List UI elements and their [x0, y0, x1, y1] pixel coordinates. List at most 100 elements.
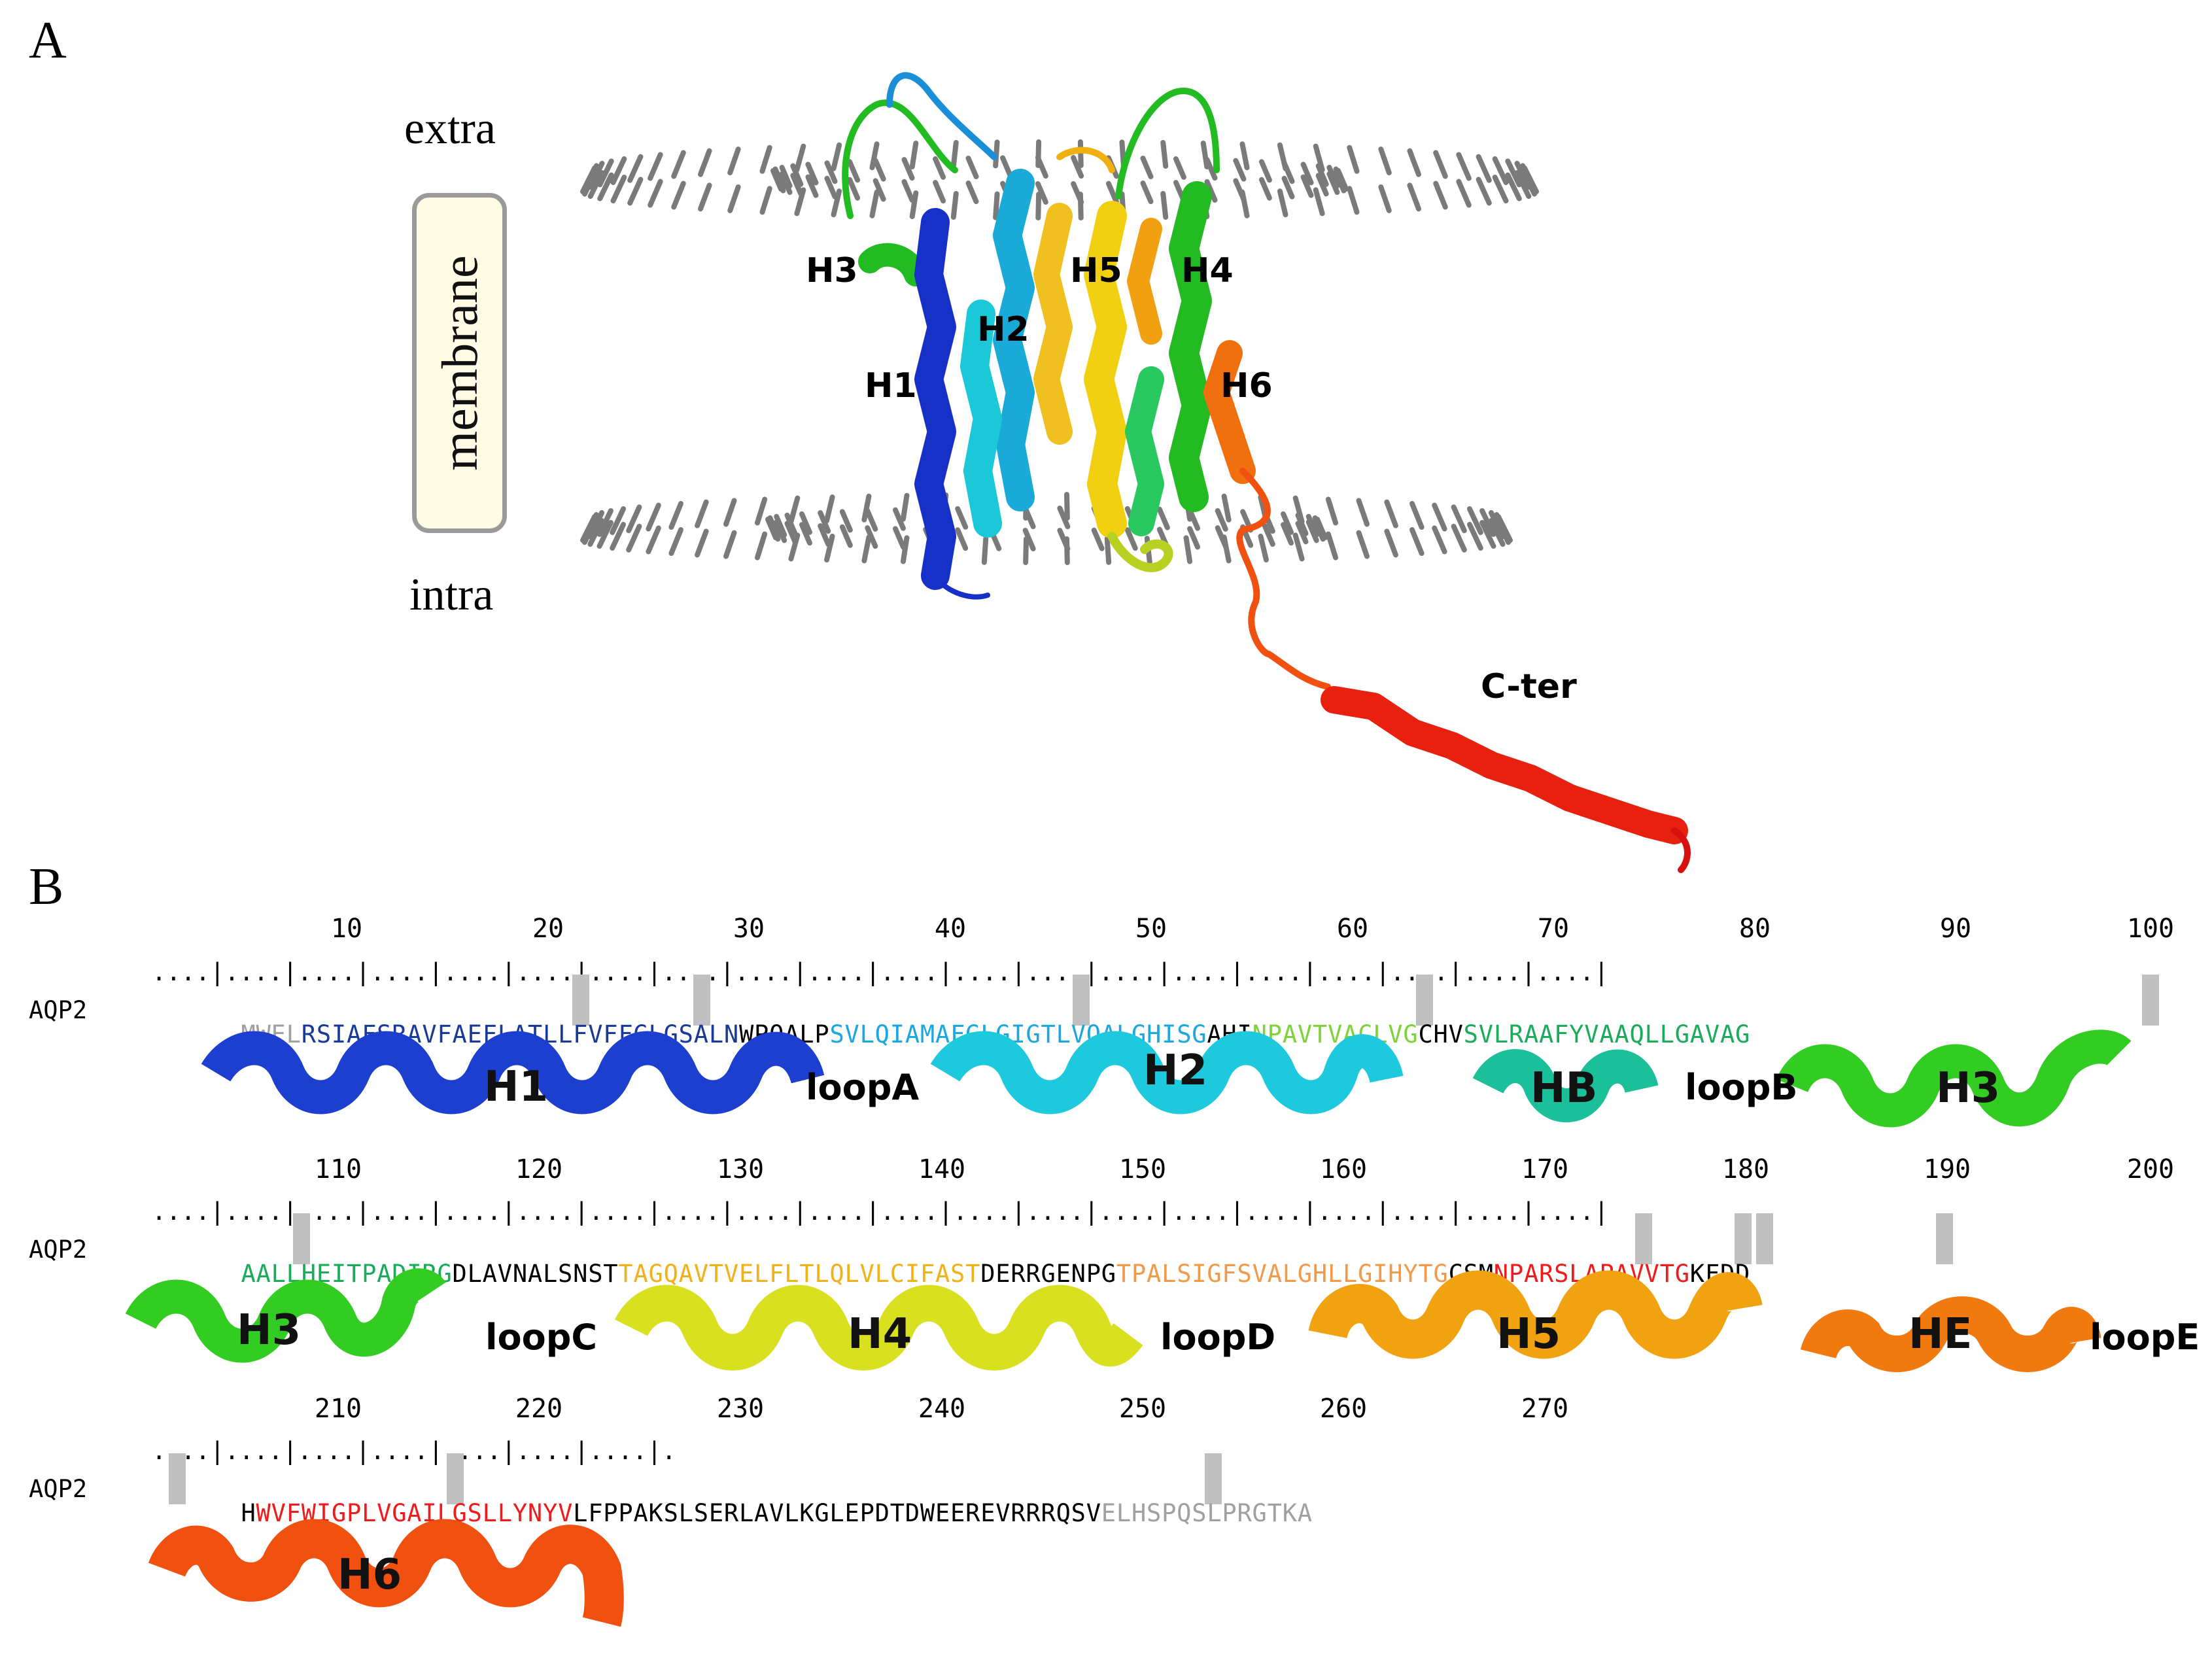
- tick-label: 80: [1738, 914, 1771, 944]
- tick-label: 30: [733, 914, 765, 944]
- membrane-dash: [1281, 160, 1295, 184]
- membrane-dash: [1407, 148, 1421, 177]
- membrane-dash: [805, 162, 819, 186]
- highlight-bar: [1735, 1213, 1752, 1264]
- tick-label: 150: [1118, 1154, 1167, 1184]
- highlight-bar: [1635, 1213, 1652, 1264]
- membrane-dash: [901, 157, 915, 181]
- membrane-dash: [1315, 173, 1329, 197]
- loop-name-d: loopD: [1160, 1317, 1276, 1358]
- membrane-dash: [1433, 181, 1448, 210]
- membrane-dash: [1160, 140, 1169, 169]
- membrane-dash: [1022, 506, 1036, 530]
- membrane-dash: [790, 173, 804, 197]
- tick-label: 140: [918, 1154, 966, 1184]
- highlight-bar: [1756, 1213, 1773, 1264]
- membrane-dash: [727, 184, 741, 213]
- membrane-dash: [759, 186, 772, 215]
- tick-label: 100: [2126, 914, 2175, 944]
- membrane-dash: [1520, 163, 1538, 192]
- membrane-dash: [1494, 511, 1512, 541]
- membrane-dash: [1407, 182, 1421, 212]
- membrane-dash: [1409, 501, 1425, 530]
- membrane-dash: [1326, 165, 1340, 189]
- membrane-dash: [1409, 527, 1425, 556]
- membrane-dash: [587, 160, 605, 190]
- membrane-dash: [799, 511, 812, 535]
- membrane-dash: [892, 507, 906, 531]
- membrane-dash: [784, 512, 798, 536]
- membrane-dash: [869, 141, 880, 171]
- helix-ribbon-h1: [201, 1031, 825, 1114]
- highlight-bar: [293, 1213, 310, 1264]
- membrane-dash: [824, 175, 838, 199]
- seq-segment: TAGQAVTVELFLTLQLVLCIFAST: [618, 1260, 981, 1288]
- helix-name-h2: H2: [1143, 1046, 1208, 1095]
- membrane-dash: [626, 504, 642, 534]
- membrane-dash: [1451, 504, 1467, 534]
- helix-name-h6: H6: [337, 1551, 402, 1599]
- membrane-dash: [610, 156, 627, 185]
- extra-label: extra: [404, 103, 496, 154]
- membrane-dash: [610, 175, 627, 204]
- membrane-dash: [993, 139, 1000, 169]
- tick-label: 160: [1319, 1154, 1368, 1184]
- membrane-dash: [1456, 152, 1472, 181]
- membrane-dash: [1022, 527, 1036, 551]
- tick-label: 260: [1319, 1394, 1368, 1424]
- membrane-dash: [627, 177, 644, 206]
- membrane-dash: [839, 509, 853, 533]
- membrane-dash: [581, 511, 599, 541]
- helix-name-h3: H3: [237, 1306, 302, 1355]
- seq-segment: SVLRAAFYVAAQLLGAVAG: [1463, 1020, 1751, 1048]
- helix-label-h4: H4: [1181, 251, 1234, 290]
- membrane-dash: [1479, 520, 1496, 549]
- membrane-dash: [1035, 155, 1048, 179]
- membrane-dash: [1071, 155, 1084, 179]
- membrane-dash: [626, 523, 642, 553]
- membrane-dash: [1215, 525, 1228, 549]
- loop-name-c: loopC: [485, 1317, 597, 1358]
- helix-ribbon-h2: [930, 1031, 1404, 1114]
- loop-name-b: loopB: [1685, 1067, 1798, 1108]
- highlight-bar: [572, 975, 589, 1026]
- sequence-label: AQP2: [29, 1475, 88, 1503]
- membrane-dash: [1281, 522, 1294, 546]
- ruler: ....|....|....|....|....|....|....|....|…: [152, 1198, 1609, 1226]
- tick-label: 240: [918, 1394, 966, 1424]
- membrane-dash: [1514, 170, 1532, 199]
- highlight-bar: [1205, 1453, 1222, 1504]
- seq-segment: NPAVTVACLVG: [1252, 1020, 1419, 1048]
- intra-label: intra: [409, 570, 494, 620]
- membrane-dash: [1187, 507, 1201, 531]
- membrane-dash: [1300, 174, 1314, 198]
- membrane-dash: [1313, 187, 1325, 216]
- membrane-dash: [1077, 139, 1084, 169]
- membrane-dash: [993, 191, 1000, 220]
- membrane-dash: [1488, 509, 1506, 539]
- membrane-dash: [1258, 177, 1272, 201]
- membrane-dash: [784, 521, 798, 545]
- membrane-dash: [1239, 141, 1250, 171]
- membrane-dash: [1479, 508, 1496, 537]
- membrane-dash: [767, 515, 781, 539]
- membrane-dash: [1433, 150, 1448, 179]
- membrane-dash: [587, 518, 605, 547]
- membrane-dash: [1505, 158, 1522, 188]
- helix-name-h3: H3: [1936, 1064, 2001, 1113]
- membrane-dash: [1356, 530, 1370, 559]
- helix-label-h6: H6: [1220, 366, 1273, 406]
- membrane-dash: [1124, 527, 1138, 551]
- membrane-dash: [774, 513, 787, 538]
- sequence-label: AQP2: [29, 1235, 88, 1264]
- membrane-dash: [671, 150, 686, 179]
- membrane-dash: [723, 498, 737, 527]
- tick-label: 190: [1923, 1154, 1971, 1184]
- membrane-dash: [695, 499, 709, 528]
- membrane-dash: [869, 189, 880, 218]
- membrane-dash: [1505, 172, 1522, 201]
- membrane-dash: [955, 527, 969, 551]
- helix-name-h1: H1: [484, 1063, 549, 1111]
